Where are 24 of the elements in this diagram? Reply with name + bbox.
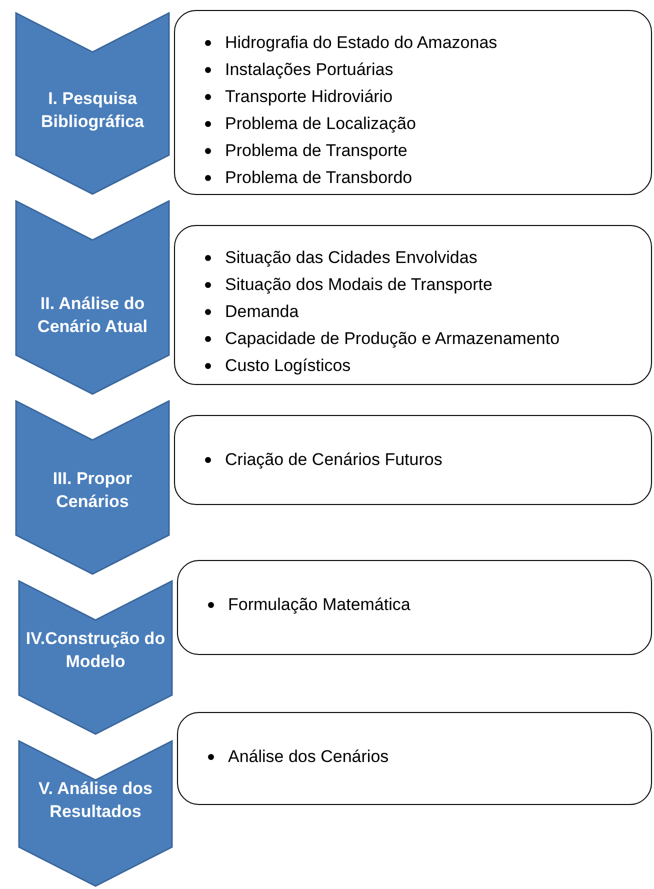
list-item-text: Problema de Localização bbox=[225, 113, 416, 135]
list-item-text: Demanda bbox=[225, 301, 299, 323]
step-title: IV.Construção do Modelo bbox=[24, 628, 166, 673]
content-box bbox=[177, 712, 652, 805]
content-box bbox=[174, 10, 652, 195]
content-box bbox=[174, 225, 652, 385]
step-title: III. Propor Cenários bbox=[52, 468, 134, 513]
list-item-text: Instalações Portuárias bbox=[225, 59, 394, 81]
list-item-text: Análise dos Cenários bbox=[228, 746, 389, 768]
step-title: V. Análise dos Resultados bbox=[37, 778, 154, 823]
list-item-text: Transporte Hidroviário bbox=[225, 86, 393, 108]
list-item-text: Custo Logísticos bbox=[225, 355, 351, 377]
list-item-text: Problema de Transporte bbox=[225, 140, 408, 162]
list-item-text: Situação das Cidades Envolvidas bbox=[225, 247, 478, 269]
list-item-text: Problema de Transbordo bbox=[225, 167, 412, 189]
content-box bbox=[177, 560, 652, 655]
list-item-text: Situação dos Modais de Transporte bbox=[225, 274, 492, 296]
list-item-text: Criação de Cenários Futuros bbox=[225, 449, 442, 471]
list-item-text: Formulação Matemática bbox=[228, 594, 410, 616]
list-item-text: Hidrografia do Estado do Amazonas bbox=[225, 32, 498, 54]
list-item-text: Capacidade de Produção e Armazenamento bbox=[225, 328, 560, 350]
step-title: I. Pesquisa Bibliográfica bbox=[40, 88, 145, 133]
step-title: II. Análise do Cenário Atual bbox=[36, 293, 148, 338]
content-box bbox=[174, 415, 652, 505]
